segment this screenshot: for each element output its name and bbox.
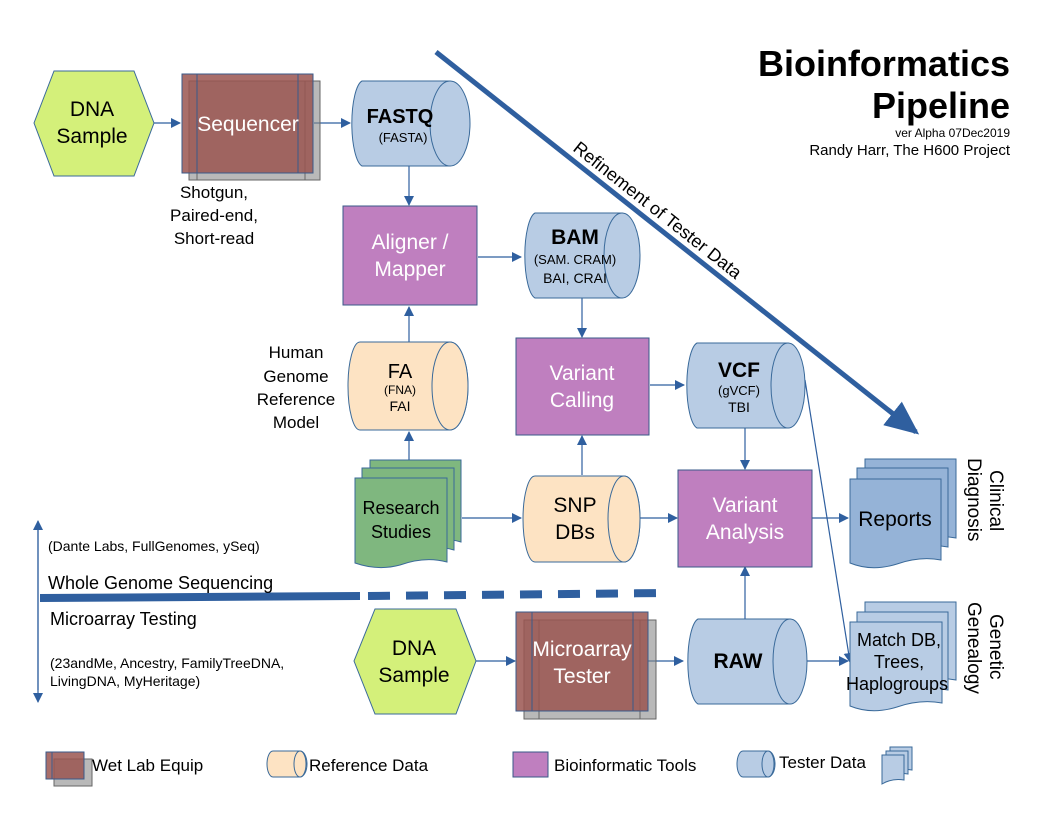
svg-text:FASTQ: FASTQ xyxy=(367,106,434,128)
title-line2: Pipeline xyxy=(872,85,1010,126)
svg-text:Reference: Reference xyxy=(257,390,335,409)
clinical-diagnosis-label: Clinical Diagnosis xyxy=(963,458,1006,541)
svg-text:FAI: FAI xyxy=(389,398,410,414)
svg-text:Sample: Sample xyxy=(378,664,449,687)
svg-text:Mapper: Mapper xyxy=(374,258,445,281)
svg-text:(SAM. CRAM): (SAM. CRAM) xyxy=(534,252,616,267)
legend-wet-lab: Wet Lab Equip xyxy=(45,751,203,787)
svg-text:Short-read: Short-read xyxy=(174,229,254,248)
microarray-label: Microarray Testing xyxy=(50,609,197,629)
svg-text:FA: FA xyxy=(388,361,413,383)
svg-text:Bioinformatic Tools: Bioinformatic Tools xyxy=(554,756,696,775)
svg-text:(FASTA): (FASTA) xyxy=(379,130,428,145)
svg-text:RAW: RAW xyxy=(714,650,763,673)
svg-text:Sample: Sample xyxy=(56,125,127,148)
svg-text:Analysis: Analysis xyxy=(706,521,784,544)
fastq-node[interactable]: FASTQ (FASTA) xyxy=(351,80,471,167)
svg-text:Haplogroups: Haplogroups xyxy=(846,674,948,694)
svg-text:Model: Model xyxy=(273,413,319,432)
fa-node[interactable]: FA (FNA) FAI xyxy=(347,341,469,431)
svg-text:Diagnosis: Diagnosis xyxy=(963,458,984,541)
microarray-providers-2: LivingDNA, MyHeritage) xyxy=(50,673,200,689)
genetic-genealogy-label: Genetic Genealogy xyxy=(963,602,1006,694)
svg-text:Microarray: Microarray xyxy=(532,638,632,661)
variant-analysis-node[interactable]: Variant Analysis xyxy=(677,469,813,568)
svg-text:Wet Lab Equip: Wet Lab Equip xyxy=(92,756,203,775)
svg-text:Genome: Genome xyxy=(263,367,328,386)
svg-text:Tester: Tester xyxy=(553,665,610,688)
dashed-divider xyxy=(367,589,666,600)
bam-node[interactable]: BAM (SAM. CRAM) BAI, CRAI xyxy=(524,212,641,299)
dna-sample-top[interactable]: DNA Sample xyxy=(33,70,155,177)
research-studies-node[interactable]: Research Studies xyxy=(354,459,462,569)
snp-dbs-node[interactable]: SNP DBs xyxy=(522,475,641,563)
svg-text:Human: Human xyxy=(269,343,324,362)
microarray-providers-1: (23andMe, Ancestry, FamilyTreeDNA, xyxy=(50,655,284,671)
sequencer-label: Sequencer xyxy=(197,113,299,136)
svg-text:Reports: Reports xyxy=(858,508,932,531)
svg-text:BAI, CRAI: BAI, CRAI xyxy=(543,270,607,286)
title-block: Bioinformatics Pipeline ver Alpha 07Dec2… xyxy=(758,43,1011,159)
variant-calling-node[interactable]: Variant Calling xyxy=(515,337,650,436)
svg-text:BAM: BAM xyxy=(551,226,599,249)
svg-text:Tester Data: Tester Data xyxy=(779,753,866,772)
reports-node[interactable]: Reports xyxy=(849,458,957,569)
match-db-node[interactable]: Match DB, Trees, Haplogroups xyxy=(846,601,957,712)
svg-text:Clinical: Clinical xyxy=(985,470,1006,531)
hgrm-label: Human Genome Reference Model xyxy=(257,343,335,432)
svg-text:Genetic: Genetic xyxy=(985,614,1006,679)
svg-text:Variant: Variant xyxy=(713,494,778,517)
svg-text:VCF: VCF xyxy=(718,359,760,382)
legend-tools: Bioinformatic Tools xyxy=(512,751,696,778)
microarray-tester-node[interactable]: Microarray Tester xyxy=(515,611,657,720)
svg-text:Aligner /: Aligner / xyxy=(371,231,448,254)
svg-text:SNP: SNP xyxy=(553,494,596,517)
aligner-node[interactable]: Aligner / Mapper xyxy=(342,205,478,306)
svg-text:Trees,: Trees, xyxy=(874,652,924,672)
arrow-vcf-to-match xyxy=(804,379,854,663)
wgs-providers: (Dante Labs, FullGenomes, ySeq) xyxy=(48,538,260,554)
wgs-label: Whole Genome Sequencing xyxy=(48,573,273,593)
legend: Wet Lab Equip Reference Data Bioinformat… xyxy=(45,746,913,787)
svg-text:Studies: Studies xyxy=(371,522,431,542)
vcf-node[interactable]: VCF (gVCF) TBI xyxy=(686,342,806,429)
svg-text:Research: Research xyxy=(362,498,439,518)
svg-text:Shotgun,: Shotgun, xyxy=(180,183,248,202)
raw-node[interactable]: RAW xyxy=(687,618,808,705)
svg-text:DNA: DNA xyxy=(392,637,436,660)
svg-text:DBs: DBs xyxy=(555,521,595,544)
version-text: ver Alpha 07Dec2019 xyxy=(895,126,1010,140)
svg-text:Genealogy: Genealogy xyxy=(963,602,984,694)
sequencer-node[interactable]: Sequencer xyxy=(181,73,321,181)
legend-tester: Tester Data xyxy=(736,746,913,785)
svg-text:Paired-end,: Paired-end, xyxy=(170,206,258,225)
svg-text:(gVCF): (gVCF) xyxy=(718,383,760,398)
title-line1: Bioinformatics xyxy=(758,43,1010,84)
svg-text:Variant: Variant xyxy=(550,362,615,385)
refinement-arrow: Refinement of Tester Data xyxy=(434,50,920,435)
dna-sample-bottom[interactable]: DNA Sample xyxy=(353,608,477,715)
legend-reference: Reference Data xyxy=(266,750,429,778)
solid-divider xyxy=(40,592,360,602)
svg-text:Match DB,: Match DB, xyxy=(857,630,941,650)
divider-section: (Dante Labs, FullGenomes, ySeq) Whole Ge… xyxy=(33,520,666,703)
connectors xyxy=(154,118,854,666)
svg-text:(FNA): (FNA) xyxy=(384,383,416,397)
svg-text:Reference Data: Reference Data xyxy=(309,756,429,775)
svg-text:TBI: TBI xyxy=(728,399,750,415)
svg-text:DNA: DNA xyxy=(70,98,114,121)
svg-text:Calling: Calling xyxy=(550,389,614,412)
sequencer-note: Shotgun, Paired-end, Short-read xyxy=(170,183,258,248)
author-text: Randy Harr, The H600 Project xyxy=(809,142,1010,159)
